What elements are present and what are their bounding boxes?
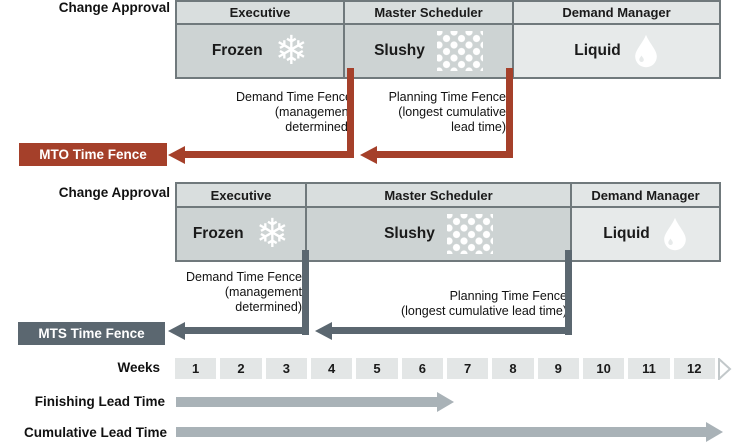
mto-planning-arrowhead-icon [360,145,377,164]
week-cell: 2 [220,358,262,379]
mto-planning-fence-line [506,68,513,155]
mto-fence-table: Executive Master Scheduler Demand Manage… [175,0,721,79]
slush-dots-icon [446,214,493,254]
mto-demand-fence-line [347,68,354,155]
cumulative-lead-time-arrowhead-icon [706,422,723,442]
mto-zone-liquid: Liquid [514,25,719,77]
mto-zone-liquid-label: Liquid [574,42,621,59]
week-cell: 7 [446,358,489,379]
mto-zone-slushy-label: Slushy [374,42,425,59]
finishing-lead-time-bar [176,397,437,407]
mts-zone-slushy-label: Slushy [384,225,435,242]
weeks-label: Weeks [117,360,160,375]
mts-header-master-scheduler: Master Scheduler [307,184,570,206]
mto-header-executive: Executive [177,2,343,23]
mto-zone-slushy: Slushy [345,25,512,77]
mto-header-demand-manager: Demand Manager [514,2,719,23]
week-cell: 12 [673,358,715,379]
mts-change-approval-label: Change Approval [58,185,170,200]
week-cell: 11 [628,358,670,379]
mts-demand-arrowhead-icon [168,321,185,340]
mts-header-demand-manager: Demand Manager [572,184,719,206]
week-cell: 10 [582,358,625,379]
mto-zone-frozen: Frozen ❄ [177,25,343,77]
mts-zone-frozen-label: Frozen [192,225,244,242]
slush-dots-icon [436,31,483,71]
weeks-continue-chevron-icon [718,358,732,380]
mto-demand-arrow-bar [184,151,354,158]
mto-demand-arrowhead-icon [168,145,185,164]
week-cell: 9 [537,358,579,379]
weeks-row: 1 2 3 4 5 6 7 8 9 10 11 12 [175,358,715,379]
mts-demand-fence-text: Demand Time Fence (management determined… [185,270,302,314]
mto-header-master-scheduler: Master Scheduler [345,2,512,23]
week-cell: 6 [401,358,443,379]
finishing-lead-time-arrowhead-icon [437,392,454,412]
mto-demand-fence-text: Demand Time Fence (management determined… [235,90,352,134]
mts-planning-fence-line [565,250,572,335]
mts-zone-frozen: Frozen ❄ [177,208,305,260]
mts-zone-slushy: Slushy [307,208,570,260]
mts-planning-arrowhead-icon [315,321,332,340]
week-cell: 5 [356,358,398,379]
mto-planning-fence-text: Planning Time Fence (longest cumulative … [388,90,506,134]
mts-planning-arrow-bar [332,327,572,334]
cumulative-lead-time-bar [176,427,706,437]
week-cell: 8 [492,358,534,379]
cumulative-lead-time-label: Cumulative Lead Time [23,425,167,440]
mts-demand-arrow-bar [184,327,309,334]
mts-zone-liquid-label: Liquid [603,225,650,242]
droplet-icon [663,217,686,251]
mts-planning-fence-text: Planning Time Fence (longest cumulative … [400,289,567,318]
mto-time-fence-badge: MTO Time Fence [19,143,167,166]
mto-planning-arrow-bar [377,151,513,158]
mts-zone-liquid: Liquid [572,208,719,260]
mts-header-executive: Executive [177,184,305,206]
snowflake-icon: ❄ [274,28,309,74]
week-cell: 3 [265,358,307,379]
mts-time-fence-badge: MTS Time Fence [18,322,165,345]
mto-change-approval-label: Change Approval [58,0,170,15]
mts-demand-fence-line [302,250,309,335]
finishing-lead-time-label: Finishing Lead Time [34,394,165,409]
week-cell: 1 [175,358,217,379]
droplet-icon [634,34,657,68]
mto-zone-frozen-label: Frozen [211,42,263,59]
snowflake-icon: ❄ [255,211,290,257]
mts-fence-table: Executive Master Scheduler Demand Manage… [175,182,721,262]
week-cell: 4 [310,358,353,379]
